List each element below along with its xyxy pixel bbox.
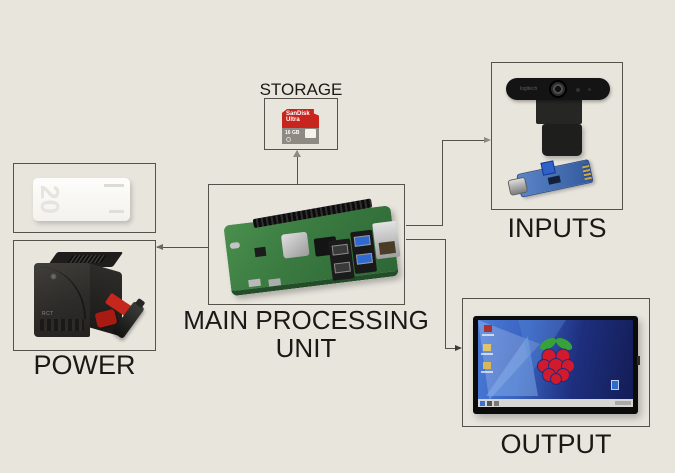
arrow-up-icon bbox=[293, 150, 301, 157]
monitor-screen bbox=[478, 320, 633, 407]
connector-mpu-output-seg2 bbox=[445, 239, 446, 349]
webcam-lens bbox=[549, 80, 567, 98]
webcam-image: logitech bbox=[504, 76, 612, 160]
webcam-mount-lower bbox=[542, 124, 582, 156]
webcam-brand: logitech bbox=[520, 86, 538, 92]
taskbar-clock-area bbox=[615, 401, 631, 405]
webcam-mount-upper bbox=[536, 98, 582, 124]
mpu-label-line1: MAIN PROCESSING bbox=[183, 305, 429, 335]
trash-icon bbox=[484, 325, 492, 332]
connector-mpu-inputs-seg3 bbox=[443, 140, 485, 141]
ups-power-button bbox=[50, 273, 57, 280]
ups-brand: RCT bbox=[42, 311, 54, 317]
ups-box: RCT bbox=[13, 240, 156, 351]
small-chip bbox=[254, 246, 267, 258]
mpu-label-line2: UNIT bbox=[275, 333, 337, 363]
connector-mpu-output-seg3 bbox=[445, 348, 457, 349]
ups-grille bbox=[40, 319, 84, 331]
usb-c-port bbox=[229, 241, 241, 250]
sd-card-capacity: 16 GB bbox=[285, 130, 300, 136]
sd-card-brand: SanDisk Ultra bbox=[286, 111, 310, 123]
ethernet-port bbox=[372, 220, 401, 260]
power-bank-image: 20 bbox=[33, 178, 130, 221]
taskbar-app-icon bbox=[494, 400, 499, 406]
taskbar-menu-icon bbox=[480, 400, 485, 406]
micro-hdmi-port bbox=[268, 278, 282, 287]
storage-label: STORAGE bbox=[259, 80, 343, 99]
webcam-sensor-dot bbox=[588, 88, 591, 91]
microsd-logo bbox=[305, 129, 316, 138]
connector-mpu-inputs-seg2 bbox=[442, 140, 443, 226]
raspberry-pi-image bbox=[223, 198, 403, 299]
power-label: POWER bbox=[33, 350, 136, 380]
sd-card-class-mark bbox=[286, 137, 291, 142]
connector-mpu-inputs-seg1 bbox=[406, 225, 443, 226]
ups-image: RCT bbox=[30, 251, 146, 345]
sd-card-image: SanDisk Ultra 16 GB bbox=[282, 109, 319, 144]
taskbar-app-icon bbox=[487, 400, 492, 406]
connector-mpu-output-seg1 bbox=[406, 239, 446, 240]
raspberry-pi-board bbox=[223, 205, 401, 297]
ups-vents bbox=[67, 255, 107, 263]
monitor-button bbox=[637, 356, 640, 365]
trimpot bbox=[540, 160, 556, 176]
output-label: OUTPUT bbox=[500, 429, 612, 459]
connector-storage-mpu bbox=[297, 151, 298, 184]
cpu-chip bbox=[280, 231, 310, 259]
sound-sensor-image bbox=[506, 156, 598, 202]
mpu-box bbox=[208, 184, 405, 305]
ups-front-face: RCT bbox=[34, 263, 90, 337]
power-bank-print bbox=[109, 210, 124, 213]
output-box bbox=[462, 298, 650, 427]
folder-icon bbox=[483, 344, 491, 351]
folder-icon bbox=[483, 362, 491, 369]
monitor-image bbox=[473, 316, 640, 414]
raspberry-pi-logo bbox=[537, 337, 575, 385]
storage-box: SanDisk Ultra 16 GB bbox=[264, 98, 338, 150]
micro-hdmi-port bbox=[248, 278, 261, 288]
inputs-box: logitech bbox=[491, 62, 623, 210]
webcam-bar: logitech bbox=[506, 78, 610, 100]
power-bank-print bbox=[104, 184, 124, 187]
webcam-sensor-dot bbox=[576, 88, 580, 92]
arrow-right-icon bbox=[455, 345, 462, 351]
power-bank-watermark: 20 bbox=[34, 185, 65, 214]
connector-power-mpu bbox=[157, 247, 208, 248]
sd-card-red-label bbox=[282, 109, 319, 129]
inputs-label: INPUTS bbox=[507, 213, 607, 243]
arrow-right-icon bbox=[484, 137, 491, 143]
taskbar bbox=[478, 399, 633, 407]
file-icon bbox=[611, 380, 619, 390]
power-bank-box: 20 bbox=[13, 163, 156, 233]
mpu-label: MAIN PROCESSING UNIT bbox=[176, 306, 436, 362]
arrow-left-icon bbox=[156, 244, 163, 250]
